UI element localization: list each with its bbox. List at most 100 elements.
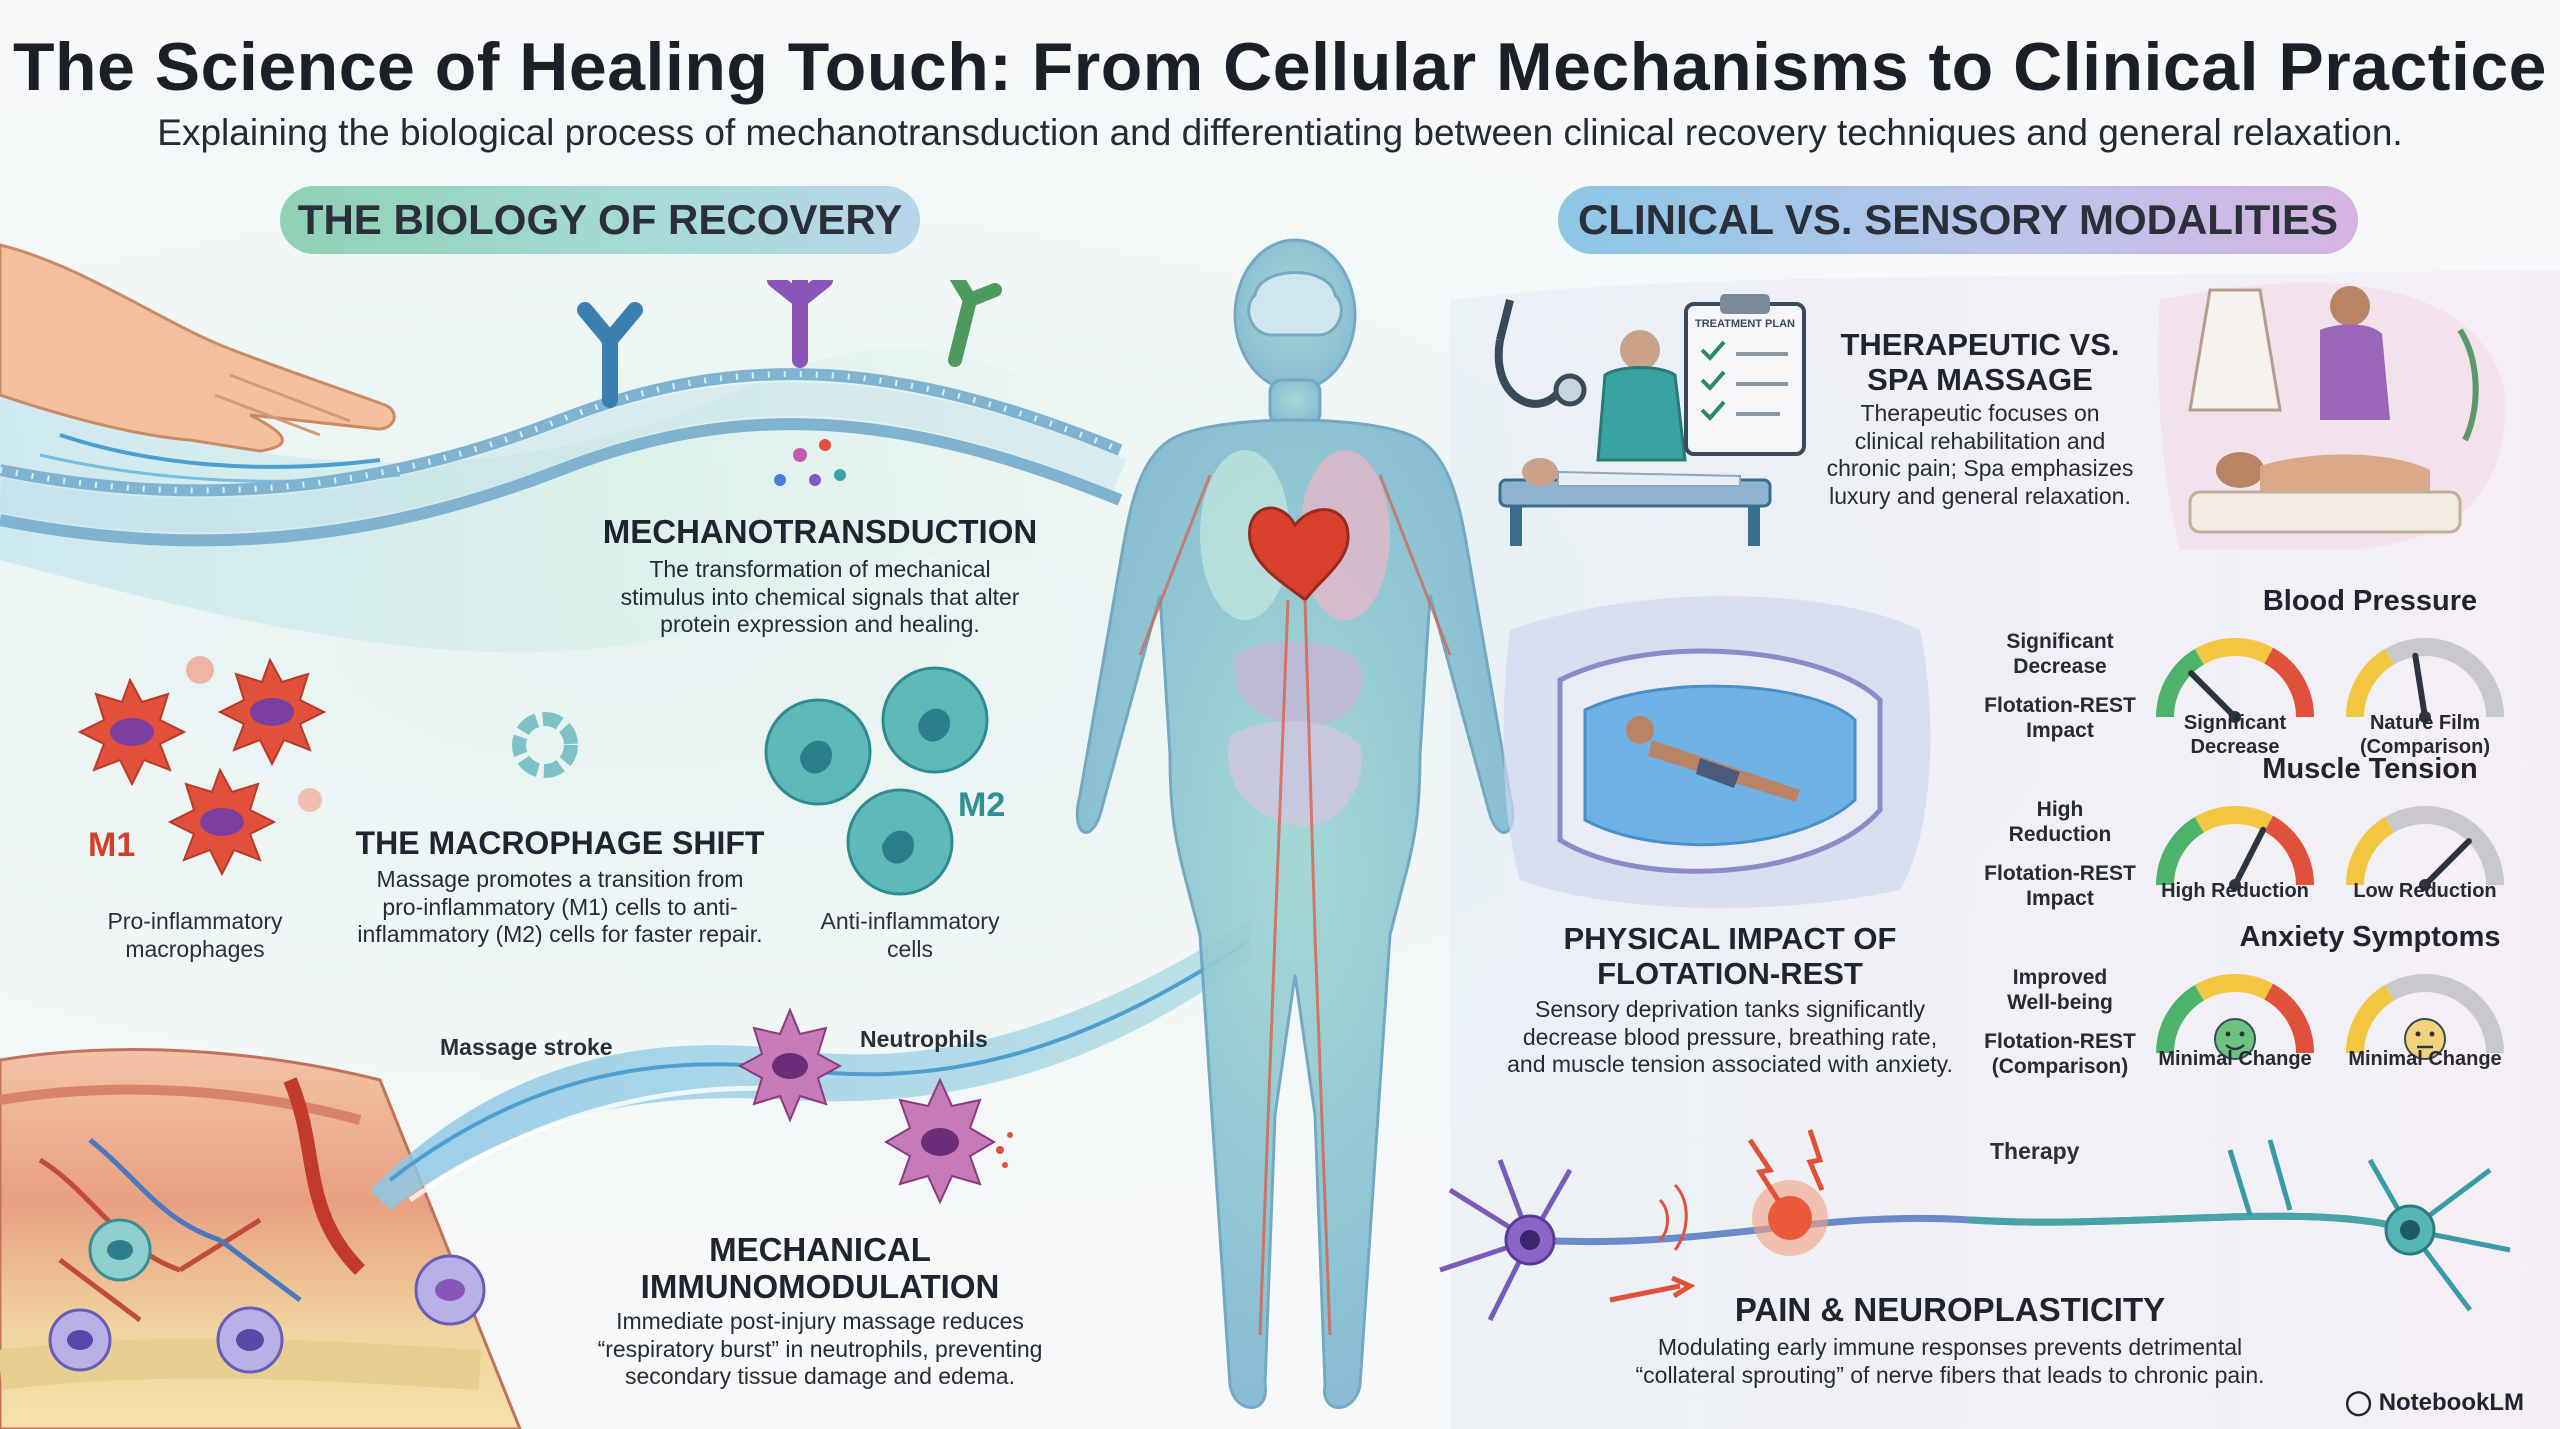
m1-label: M1 [88, 826, 136, 864]
gauge-left [2156, 806, 2314, 891]
gauge-caption: Low Reduction [2330, 879, 2520, 903]
therapeutic-body-line: luxury and general relaxation. [1829, 482, 2131, 509]
pain-body: Modulating early immune responses preven… [1520, 1334, 2380, 1389]
flotation-heading-line: PHYSICAL IMPACT OF [1563, 921, 1897, 956]
flotation-body-line: and muscle tension associated with anxie… [1507, 1051, 1953, 1078]
gauge-right [2346, 806, 2504, 891]
m1-caption-line: macrophages [125, 935, 265, 962]
spa-massage-illustration [2158, 282, 2506, 550]
neutrophils-illustration [737, 1007, 1013, 1205]
gauge-arc [2194, 974, 2274, 1001]
gauge-caption: High Reduction [2140, 879, 2330, 903]
gauge-needle [2412, 652, 2428, 720]
mechano-body: The transformation of mechanical stimulu… [560, 556, 1080, 639]
mechano-body-line: The transformation of mechanical [649, 556, 991, 582]
immuno-body-line: secondary tissue damage and edema. [625, 1363, 1015, 1390]
m1-caption-line: Pro-inflammatory [107, 908, 283, 934]
pain-body-line: “collateral sprouting” of nerve fibers t… [1635, 1361, 2265, 1388]
macrophage-body-line: Massage promotes a transition from [376, 866, 744, 892]
notebooklm-logo-icon: ◯ [2345, 1389, 2373, 1416]
pain-heading: PAIN & NEUROPLASTICITY [1734, 1291, 2166, 1328]
macrophage-heading: THE MACROPHAGE SHIFT [355, 825, 765, 861]
brand-label: NotebookLM [2378, 1389, 2524, 1416]
gauge-row-label-top-line: Improved [2012, 966, 2108, 989]
brand-footer: ◯ NotebookLM [2345, 1388, 2524, 1417]
hand-illustration [0, 243, 401, 483]
gauge-needle [2422, 838, 2472, 888]
human-body-illustration [1075, 238, 1515, 1409]
therapeutic-body-line: chronic pain; Spa emphasizes [1826, 455, 2134, 482]
gauge-title: Blood Pressure [2262, 585, 2478, 617]
gauge-caption: Minimal Change [2330, 1047, 2520, 1071]
gauge-arc [2264, 647, 2314, 718]
gauge-needle [2188, 670, 2238, 720]
treatment-plan-label: TREATMENT PLAN [1694, 318, 1795, 330]
gauge-right [2346, 974, 2504, 1060]
gauge-row-label-top-line: Reduction [2008, 823, 2112, 847]
gauge-title: Anxiety Symptoms [2239, 921, 2501, 953]
flotation-heading: PHYSICAL IMPACT OF FLOTATION-REST [1480, 921, 1980, 991]
macrophage-body: Massage promotes a transition from pro-i… [330, 866, 790, 949]
gauge-row-label-bottom-line: Impact [2026, 887, 2094, 911]
face-mouth [2225, 1044, 2245, 1051]
gauge-caption: Nature Film(Comparison) [2330, 711, 2520, 759]
flotation-body-line: decrease blood pressure, breathing rate, [1522, 1023, 1938, 1050]
page-subtitle: Explaining the biological process of mec… [157, 112, 2403, 153]
gauge-left [2156, 638, 2314, 723]
gauge-hub [2229, 879, 2241, 891]
gauge-row-label-bottom-line: Impact [2026, 719, 2094, 743]
gauge-arc [2194, 806, 2274, 833]
gauge-hub [2419, 879, 2431, 891]
therapeutic-heading: THERAPEUTIC VS. SPA MASSAGE [1800, 327, 2160, 397]
smile-face-icon [2214, 1018, 2256, 1060]
immuno-heading-line: MECHANICAL [709, 1231, 931, 1268]
gauge-row-label-bottom-line: (Comparison) [1991, 1055, 2129, 1079]
m1-caption: Pro-inflammatory macrophages [70, 908, 320, 963]
face-eye [2225, 1031, 2231, 1037]
therapeutic-body: Therapeutic focuses on clinical rehabili… [1800, 400, 2160, 510]
gauge-row-label-top-line: Significant [2006, 630, 2114, 653]
gauge-arc [2194, 638, 2274, 665]
face-eye [2415, 1031, 2421, 1037]
m2-caption-line: Anti-inflammatory [820, 908, 1000, 934]
gauge-row-label-bottom-line: Flotation-REST [1984, 1030, 2136, 1053]
gauge-row-label-top-line: High [2036, 798, 2084, 821]
face-eye [2239, 1031, 2245, 1037]
gauge-arc [2384, 638, 2504, 718]
treatment-plan-clipboard-icon [1684, 294, 1806, 456]
gauge-left [2156, 974, 2314, 1060]
therapeutic-massage-illustration [1494, 299, 1772, 546]
gauge-caption: Significant Decrease [2140, 711, 2330, 759]
neuron-illustration [1439, 1129, 2511, 1322]
gauge-hub [2419, 711, 2431, 723]
gauge-arc [2346, 985, 2395, 1054]
flotation-body: Sensory deprivation tanks significantly … [1470, 996, 1990, 1079]
tissue-illustration [0, 1048, 522, 1429]
gauge-arc [2346, 649, 2395, 718]
m2-caption: Anti-inflammatory cells [790, 908, 1030, 963]
gauge-row-label-bottom-line: Flotation-REST [1984, 862, 2136, 885]
m1-macrophages-illustration [77, 656, 327, 877]
gauge-arc [2346, 817, 2395, 886]
gauge-arc [2156, 649, 2205, 718]
receptor-icon [577, 280, 1002, 408]
gauge-row-label-bottom: Flotation-REST(Comparison) [1960, 1029, 2160, 1079]
pain-body-line: Modulating early immune responses preven… [1657, 1334, 2243, 1360]
signal-dots-icon [774, 439, 846, 486]
gauge-caption-line: Nature Film [2369, 712, 2481, 734]
gauge-arc [2264, 983, 2314, 1054]
gauge-caption: Minimal Change [2140, 1047, 2330, 1071]
gauge-needle [2232, 826, 2267, 888]
page-title: The Science of Healing Touch: From Cellu… [13, 29, 2547, 105]
gauge-caption-line: Significant Decrease [2183, 712, 2287, 758]
therapeutic-body-line: Therapeutic focuses on [1860, 400, 2100, 426]
gauge-hub [2229, 711, 2241, 723]
gauge-title: Muscle Tension [2262, 753, 2478, 785]
therapy-label: Therapy [1990, 1138, 2080, 1164]
